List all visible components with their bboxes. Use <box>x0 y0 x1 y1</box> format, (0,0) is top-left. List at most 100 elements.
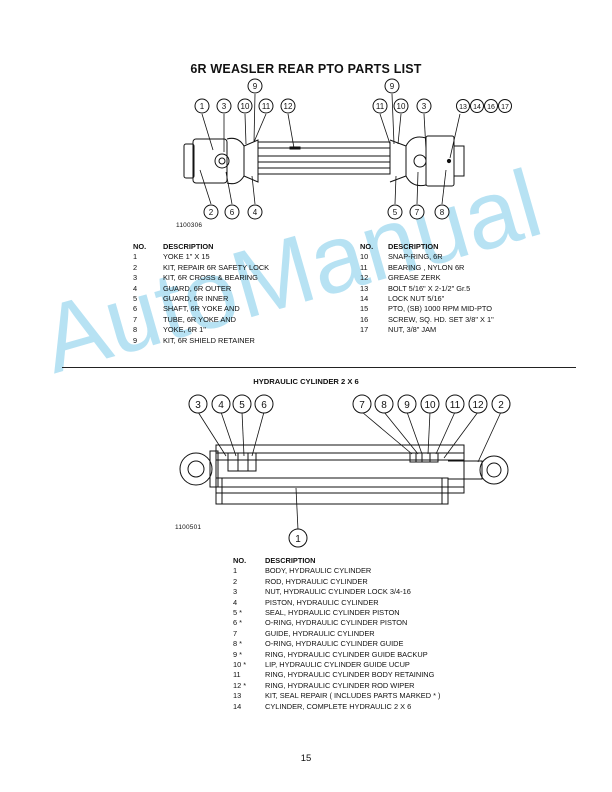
svg-text:4: 4 <box>218 400 224 411</box>
part-description: GREASE ZERK <box>388 273 441 283</box>
part-number: 6 * <box>233 618 243 628</box>
part-description: BEARING , NYLON 6R <box>388 262 465 272</box>
part-number: 8 * <box>233 639 243 649</box>
svg-text:10: 10 <box>241 102 250 111</box>
svg-text:6: 6 <box>230 208 235 217</box>
part-description: SCREW, SQ. HD. SET 3/8" X 1" <box>388 314 494 324</box>
part-description: O-RING, HYDRAULIC CYLINDER GUIDE <box>265 639 404 649</box>
part-description: YOKE 1" X 15 <box>163 252 210 262</box>
callout: 17 <box>498 99 512 113</box>
svg-text:11: 11 <box>262 102 271 111</box>
svg-text:9: 9 <box>390 82 395 91</box>
part-number: 2 <box>133 262 138 272</box>
part-number: 2 <box>233 576 238 586</box>
svg-text:7: 7 <box>415 208 420 217</box>
part-number: 1 <box>233 566 238 576</box>
part-description: RING, HYDRAULIC CYLINDER ROD WIPER <box>265 680 415 690</box>
section-title: HYDRAULIC CYLINDER 2 X 6 <box>253 377 359 386</box>
svg-text:13: 13 <box>459 104 467 111</box>
callout: 9 <box>247 78 263 94</box>
svg-text:3: 3 <box>195 400 201 411</box>
svg-text:17: 17 <box>501 104 509 111</box>
part-number: 13 <box>360 283 369 293</box>
callout: 1 <box>288 528 308 548</box>
header-description: DESCRIPTION <box>388 242 439 251</box>
part-description: O-RING, HYDRAULIC CYLINDER PISTON <box>265 618 408 628</box>
list-item: 1 YOKE 1" X 15 <box>133 252 269 262</box>
callout: 9 <box>397 394 417 414</box>
part-number: 12 * <box>233 680 247 690</box>
part-description: ROD, HYDRAULIC CYLINDER <box>265 576 368 586</box>
part-description: YOKE, 6R 1" <box>163 325 206 335</box>
part-number: 13 <box>233 691 242 701</box>
part-number: 1 <box>133 252 138 262</box>
callout: 10 <box>237 98 253 114</box>
svg-text:7: 7 <box>359 400 365 411</box>
list-item: 12 * RING, HYDRAULIC CYLINDER ROD WIPER <box>233 681 441 691</box>
svg-text:4: 4 <box>253 208 258 217</box>
part-description: SNAP-RING, 6R <box>388 252 443 262</box>
svg-text:5: 5 <box>239 400 245 411</box>
callout: 13 <box>456 99 470 113</box>
part-number: 7 <box>133 314 138 324</box>
list-item: 6 * O-RING, HYDRAULIC CYLINDER PISTON <box>233 618 441 628</box>
list-item: 11 BEARING , NYLON 6R <box>360 263 494 273</box>
part-number: 10 <box>360 252 369 262</box>
page-number: 15 <box>300 753 312 764</box>
callout: 2 <box>491 394 511 414</box>
part-number: 7 <box>233 628 238 638</box>
list-item: 7 TUBE, 6R YOKE AND <box>133 315 269 325</box>
callout: 12 <box>468 394 488 414</box>
part-number: 6 <box>133 304 138 314</box>
svg-text:12: 12 <box>284 102 293 111</box>
callout: 3 <box>188 394 208 414</box>
header-no: NO. <box>233 556 247 565</box>
list-header: NO. DESCRIPTION <box>233 556 441 566</box>
part-description: RING, HYDRAULIC CYLINDER BODY RETAINING <box>265 670 435 680</box>
part-number: 11 <box>233 670 241 680</box>
callout: 11 <box>445 394 465 414</box>
svg-text:16: 16 <box>487 104 495 111</box>
pto-figure-number: 1100306 <box>176 222 203 229</box>
svg-text:6: 6 <box>261 400 267 411</box>
callout: 10 <box>420 394 440 414</box>
callout: 4 <box>247 204 263 220</box>
callout: 9 <box>384 78 400 94</box>
list-item: 8 * O-RING, HYDRAULIC CYLINDER GUIDE <box>233 639 441 649</box>
list-header: NO. DESCRIPTION <box>360 242 494 252</box>
callout: 11 <box>258 98 274 114</box>
part-number: 10 * <box>233 660 247 670</box>
section-divider <box>62 367 576 368</box>
list-item: 11 RING, HYDRAULIC CYLINDER BODY RETAININ… <box>233 670 441 680</box>
svg-text:5: 5 <box>393 208 398 217</box>
svg-text:8: 8 <box>381 400 387 411</box>
hydraulic-cylinder-drawing <box>179 444 509 505</box>
header-description: DESCRIPTION <box>265 556 316 565</box>
part-description: TUBE, 6R YOKE AND <box>163 314 236 324</box>
cylinder-callouts: 3 4 5 6 7 8 9 10 11 12 2 1 <box>188 394 511 548</box>
cylinder-figure-number: 1100501 <box>175 524 202 531</box>
callout: 12 <box>280 98 296 114</box>
part-description: GUARD, 6R INNER <box>163 294 229 304</box>
list-item: 9 *RING, HYDRAULIC CYLINDER GUIDE BACKUP <box>233 650 441 660</box>
pto-leader-lines <box>199 93 461 205</box>
part-number: 11 <box>360 262 368 272</box>
svg-text:11: 11 <box>450 400 461 411</box>
part-description: LIP, HYDRAULIC CYLINDER GUIDE UCUP <box>265 660 410 670</box>
svg-text:9: 9 <box>253 82 258 91</box>
list-header: NO. DESCRIPTION <box>133 242 269 252</box>
callout: 16 <box>484 99 498 113</box>
